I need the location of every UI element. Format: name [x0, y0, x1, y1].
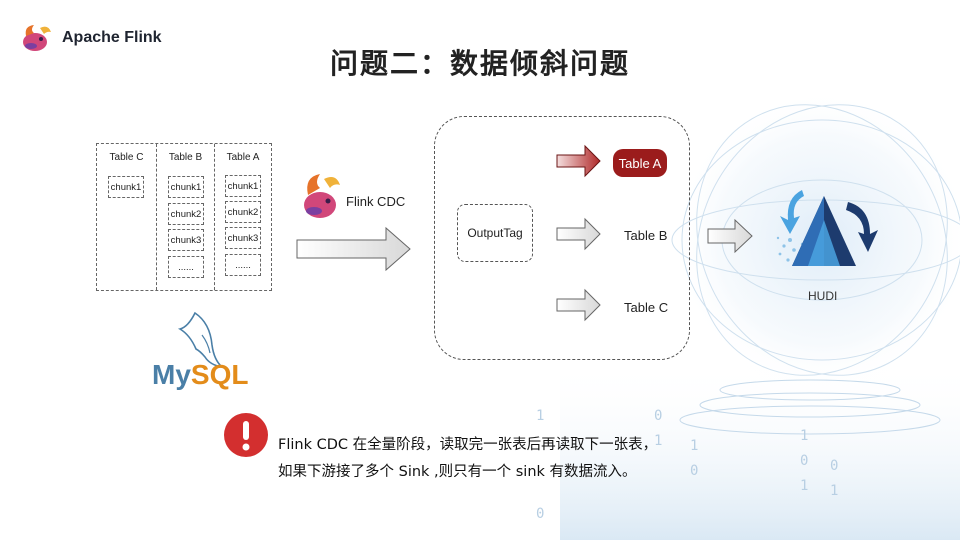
mysql-dolphin-icon [177, 311, 225, 369]
flink-cdc-label: Flink CDC [346, 194, 406, 209]
svg-text:1: 1 [654, 433, 662, 449]
svg-text:0: 0 [800, 453, 808, 469]
svg-text:1: 1 [800, 478, 808, 494]
flink-squirrel-icon [23, 25, 51, 51]
chunk-box: chunk1 [168, 176, 204, 198]
output-table-a-highlighted: Table A [613, 149, 667, 177]
svg-text:0: 0 [690, 463, 698, 479]
notice-line: Flink CDC 在全量阶段，读取完一张表后再读取下一张表， [278, 437, 658, 453]
output-table-b: Table B [624, 228, 668, 243]
table-column: Table A chunk1 chunk2 chunk3 ...... [214, 144, 271, 290]
svg-text:1: 1 [536, 408, 544, 424]
table-column: Table B chunk1 chunk2 chunk3 ...... [156, 144, 214, 290]
svg-text:0: 0 [654, 408, 662, 424]
svg-text:0: 0 [536, 506, 544, 522]
table-name: Table C [109, 152, 144, 163]
mysql-logo-text: MySQL [152, 359, 248, 391]
table-name: Table B [168, 152, 203, 163]
svg-text:1: 1 [690, 438, 698, 454]
notice-line: 如果下游接了多个 Sink ,则只有一个 sink 有数据流入。 [278, 464, 637, 480]
chunk-box: chunk2 [225, 201, 261, 223]
mysql-tables-box: Table C chunk1 Table B chunk1 chunk2 chu… [96, 143, 272, 291]
table-column: Table C chunk1 [97, 144, 156, 290]
output-tag-box: OutputTag [457, 204, 533, 262]
flink-cdc-icon [304, 174, 340, 218]
chunk-box: chunk2 [168, 203, 204, 225]
warning-exclamation-icon [224, 413, 268, 457]
table-name: Table A [226, 152, 260, 163]
mysql-logo-sql: SQL [190, 359, 249, 390]
chunk-box: chunk1 [225, 175, 261, 197]
output-container [434, 116, 690, 360]
notice-text: Flink CDC 在全量阶段，读取完一张表后再读取下一张表， 如果下游接了多个… [278, 432, 657, 486]
svg-text:1: 1 [800, 428, 808, 444]
chunk-box: ...... [225, 254, 261, 276]
brand: Apache Flink [20, 22, 162, 54]
chunk-box: chunk3 [168, 229, 204, 251]
mysql-logo-my: My [152, 359, 191, 390]
brand-name: Apache Flink [62, 29, 162, 46]
chunk-box: chunk1 [108, 176, 144, 198]
svg-text:1: 1 [830, 483, 838, 499]
hudi-logo-icon [776, 190, 878, 266]
svg-text:0: 0 [830, 458, 838, 474]
hudi-label: HUDI [808, 289, 838, 303]
output-table-c: Table C [624, 300, 669, 315]
chunk-box: ...... [168, 256, 204, 278]
page-title: 问题二：数据倾斜问题 [329, 47, 630, 80]
chunk-box: chunk3 [225, 227, 261, 249]
